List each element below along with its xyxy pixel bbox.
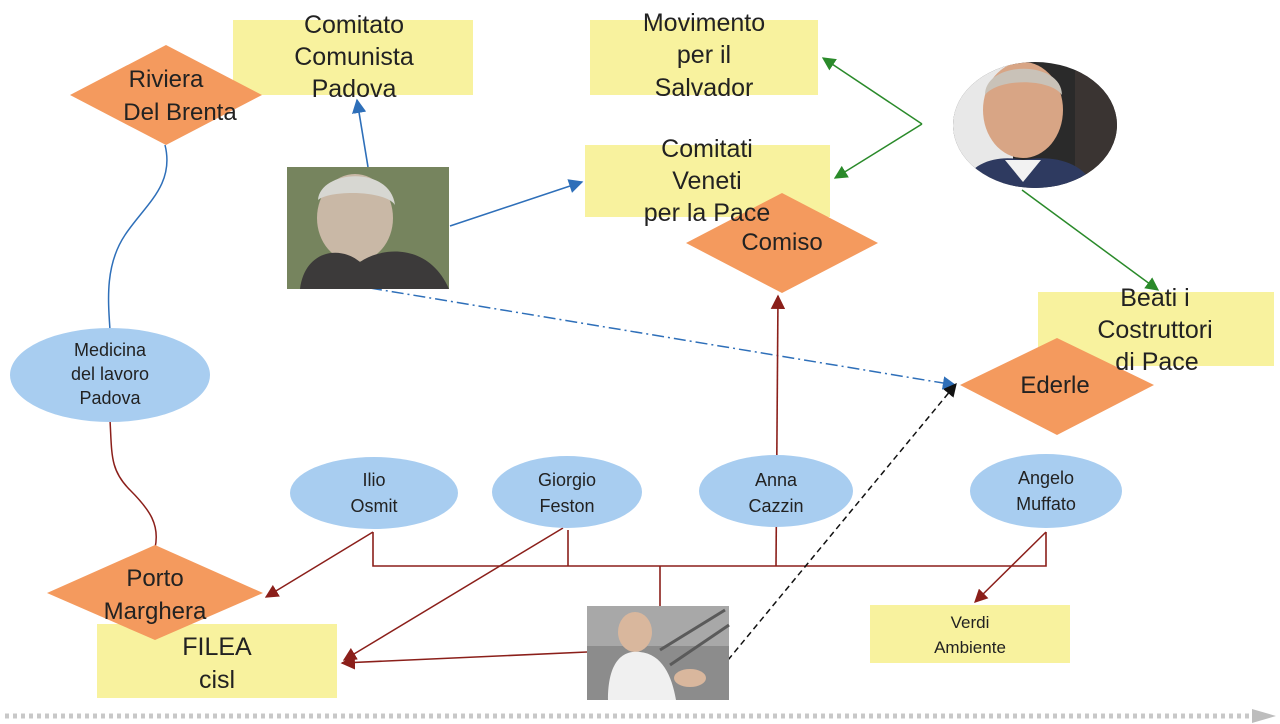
ellipse-angelo-muffato: Angelo Muffato xyxy=(970,454,1122,528)
box-comitati-veneti-line-1: Comitati xyxy=(661,135,753,163)
ellipse-anna-cazzin: Anna Cazzin xyxy=(699,455,853,527)
box-beati-costruttori-text: Beati i Costruttori di Pace xyxy=(1097,284,1212,376)
box-beati-costruttori-line-3: di Pace xyxy=(1115,348,1198,376)
edge-photo-right-to-beati xyxy=(1021,189,1160,291)
diamond-porto-marghera: Porto Marghera xyxy=(47,545,263,640)
edge-feston-to-filea xyxy=(342,527,564,661)
ellipse-giorgio-feston-line-1: Giorgio xyxy=(538,470,596,490)
ellipse-medicina-lavoro-line-1: Medicina xyxy=(74,340,147,360)
ellipse-medicina-lavoro-line-3: Padova xyxy=(79,388,141,408)
edge-photo-left-to-comitato-comunista xyxy=(351,98,369,168)
edge-medicina-to-porto-marghera xyxy=(109,419,157,549)
ellipse-ilio-osmit: Ilio Osmit xyxy=(290,457,458,529)
box-comitato-comunista-line-2: Comunista xyxy=(294,43,414,71)
box-filea-cisl xyxy=(97,624,337,698)
box-comitati-veneti-text: Comitati Veneti per la Pace xyxy=(644,135,770,227)
box-beati-costruttori-line-1: Beati i xyxy=(1120,284,1189,312)
edge-muffato-to-verdi xyxy=(974,531,1047,603)
box-beati-costruttori-line-2: Costruttori xyxy=(1097,316,1212,344)
box-comitato-comunista-line-1: Comitato xyxy=(304,11,404,39)
photo-man-right xyxy=(953,62,1117,188)
box-movimento-salvador: Movimento per il Salvador xyxy=(590,9,818,102)
ellipse-ilio-osmit-line-2: Osmit xyxy=(351,496,398,516)
box-verdi-ambiente: Verdi Ambiente xyxy=(870,605,1070,663)
box-comitati-veneti-line-3: per la Pace xyxy=(644,199,770,227)
ellipse-medicina-lavoro: Medicina del lavoro Padova xyxy=(10,328,210,422)
ellipse-medicina-lavoro-line-2: del lavoro xyxy=(71,364,149,384)
diamond-riviera-brenta-line-2: Del Brenta xyxy=(123,99,237,126)
edge-photo-left-to-comitati-veneti xyxy=(449,179,584,227)
box-movimento-salvador-line-3: Salvador xyxy=(655,74,754,102)
box-verdi-ambiente-line-1: Verdi xyxy=(951,613,990,632)
edge-riviera-to-medicina xyxy=(107,144,168,331)
diamond-porto-marghera-line-2: Marghera xyxy=(104,598,207,625)
slide-next-arrow-icon[interactable] xyxy=(1252,709,1276,723)
diamond-porto-marghera-line-1: Porto xyxy=(126,565,183,592)
photo-man-left xyxy=(287,167,449,289)
diamond-ederle-label: Ederle xyxy=(1020,372,1089,399)
edge-osmit-to-porto-marghera xyxy=(264,531,374,598)
edge-photo-right-to-comitati-veneti xyxy=(833,123,923,179)
diamond-riviera-brenta: Riviera Del Brenta xyxy=(70,45,262,145)
edge-photo-right-to-movimento xyxy=(821,57,923,125)
ellipse-giorgio-feston-line-2: Feston xyxy=(539,496,594,516)
ellipse-giorgio-feston: Giorgio Feston xyxy=(492,456,642,528)
box-filea-cisl-line-1: FILEA xyxy=(182,633,252,661)
box-comitato-comunista-line-3: Padova xyxy=(312,75,397,103)
edge-photo-left-to-ederle xyxy=(369,287,957,390)
ellipse-angelo-muffato-line-1: Angelo xyxy=(1018,468,1074,488)
box-comitati-veneti-line-2: Veneti xyxy=(672,167,742,195)
ellipse-angelo-muffato-line-2: Muffato xyxy=(1016,494,1076,514)
ellipse-anna-cazzin-line-1: Anna xyxy=(755,470,798,490)
ellipse-anna-cazzin-line-2: Cazzin xyxy=(748,496,803,516)
box-verdi-ambiente-line-2: Ambiente xyxy=(934,638,1006,657)
box-movimento-salvador-line-2: per il xyxy=(677,41,731,69)
diamond-comiso-label: Comiso xyxy=(741,229,822,256)
diamond-comiso: Comiso xyxy=(686,193,878,293)
box-filea-cisl-text: FILEA cisl xyxy=(182,633,252,694)
edge-bus-horizontal xyxy=(372,532,1047,567)
edge-photo-bottom-to-filea xyxy=(340,651,588,670)
box-movimento-salvador-line-1: Movimento xyxy=(643,9,765,37)
diamond-riviera-brenta-line-1: Riviera xyxy=(129,66,204,93)
box-filea-cisl-line-2: cisl xyxy=(199,666,235,694)
box-comitato-comunista: Comitato Comunista Padova xyxy=(233,11,473,103)
photo-man-bottom xyxy=(587,606,730,700)
diamond-ederle: Ederle xyxy=(960,338,1154,435)
ellipse-ilio-osmit-line-1: Ilio xyxy=(362,470,385,490)
